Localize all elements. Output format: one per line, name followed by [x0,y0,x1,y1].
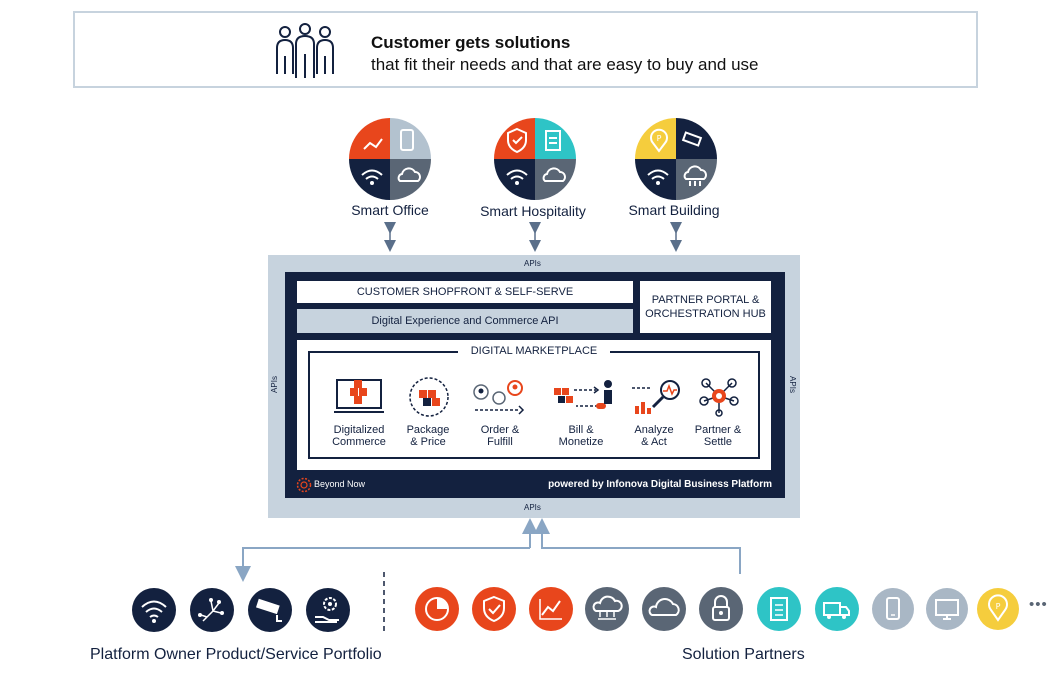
feature-digitalized-commerce: Digitalized Commerce [323,424,395,448]
cloud-icon [642,587,686,631]
order-fulfill-icon [473,380,525,415]
pie-chart-icon [415,587,459,631]
beyond-now-brand: Beyond Now [314,479,366,489]
feature-bill-monetize: Bill & Monetize [545,424,617,448]
monitor-icon [926,588,968,630]
feature-line2: Fulfill [487,436,513,448]
smart-hospitality-label: Smart Hospitality [480,203,586,219]
apis-bottom-label: APIs [524,503,541,512]
feature-line1: Digitalized [333,424,385,436]
apis-top-label: APIs [524,259,541,268]
feature-partner-settle: Partner & Settle [682,424,754,448]
shield-check-icon [472,587,516,631]
customer-shopfront-box: CUSTOMER SHOPFRONT & SELF-SERVE [297,281,633,303]
security-camera-icon [248,588,292,632]
svg-text:P: P [657,134,662,143]
customer-banner [73,11,978,88]
feature-line1: Package [406,424,450,436]
people-group-icon [276,23,334,78]
more-partners-indicator: ••• [1029,596,1048,613]
feature-package-price: Package & Price [392,424,464,448]
beyond-now-logo-icon [296,477,312,493]
banner-title: Customer gets solutions [371,33,571,52]
powered-by-text: powered by Infonova Digital Business Pla… [548,479,772,490]
cloud-network-icon [585,587,629,631]
digital-experience-api-box: Digital Experience and Commerce API [297,309,633,333]
feature-line2: Settle [703,436,733,448]
svg-text:P: P [996,602,1001,611]
bill-monetize-icon [554,380,612,409]
partner-portal-line1: PARTNER PORTAL & [651,294,760,306]
platform-owner-label: Platform Owner Product/Service Portfolio [90,646,382,663]
partner-portal-line2: ORCHESTRATION HUB [645,308,766,320]
clipboard-icon [757,587,801,631]
feature-analyze-act: Analyze & Act [618,424,690,448]
feature-line2: & Price [410,436,446,448]
partner-settle-icon [699,378,739,417]
feature-order-fulfill: Order & Fulfill [464,424,536,448]
truck-icon [815,587,859,631]
solution-partners-label: Solution Partners [682,646,805,663]
owner-icon-row [132,588,350,632]
feature-line2: Commerce [332,436,386,448]
smart-building-label: Smart Building [628,202,720,218]
banner-subtitle: that fit their needs and that are easy t… [371,55,759,74]
feature-line1: Order & [480,424,520,436]
circuit-icon [190,588,234,632]
feature-line1: Bill & [568,424,594,436]
smart-office-label: Smart Office [351,202,429,218]
smart-hospitality-icon [494,118,576,200]
wifi-icon [132,588,176,632]
location-pin-icon: P [977,588,1019,630]
marketplace-title: DIGITAL MARKETPLACE [458,345,610,357]
lock-icon [699,587,743,631]
smart-office-icon [349,118,431,200]
gear-hand-icon [306,588,350,632]
partner-icon-row: P [415,587,1019,631]
apis-right-label: APIs [787,376,797,393]
feature-line1: Analyze [634,424,674,436]
smart-building-icon: P [635,118,717,200]
partner-portal-box: PARTNER PORTAL & ORCHESTRATION HUB [640,281,771,333]
feature-line1: Partner & [694,424,742,436]
feature-line2: Monetize [558,436,604,448]
owner-icons [131,587,361,640]
digital-marketplace [297,340,771,470]
feature-line2: & Act [641,436,667,448]
analyze-act-icon [632,380,680,414]
package-price-icon [409,377,449,417]
line-chart-icon [529,587,573,631]
digitalized-commerce-icon [334,379,384,413]
smartphone-icon [872,588,914,630]
apis-left-label: APIs [269,376,279,393]
